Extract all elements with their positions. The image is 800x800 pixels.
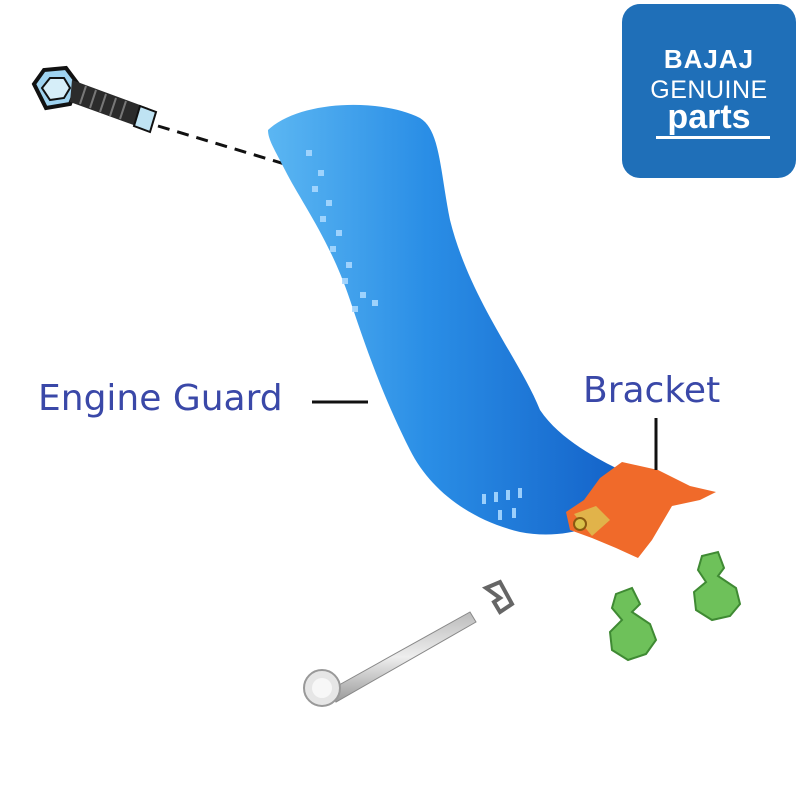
bajaj-genuine-parts-logo: BAJAJ GENUINE parts bbox=[622, 4, 796, 178]
logo-underline bbox=[656, 136, 770, 139]
engine-guard bbox=[268, 104, 620, 535]
clip bbox=[481, 579, 515, 615]
rubber-grommet bbox=[692, 550, 742, 622]
logo-genuine-text: GENUINE bbox=[650, 76, 768, 104]
logo-parts-text: parts bbox=[667, 98, 751, 136]
logo-brand-text: BAJAJ bbox=[663, 44, 755, 74]
bracket-label: Bracket bbox=[583, 370, 721, 411]
hex-bolt bbox=[31, 65, 158, 134]
rubber-grommet bbox=[608, 586, 658, 662]
bolt-leader-line bbox=[157, 124, 299, 170]
bracket bbox=[566, 462, 716, 558]
engine-guard-label: Engine Guard bbox=[38, 378, 283, 419]
long-bolt bbox=[303, 611, 477, 707]
